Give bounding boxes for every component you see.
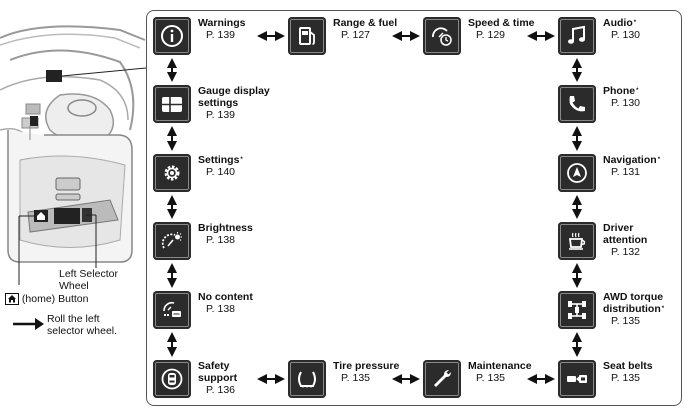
node-phone: Phone*P. 130: [558, 85, 640, 123]
gauge-menu-diagram: [146, 10, 682, 406]
node-navigation: Navigation*P. 131: [558, 154, 660, 192]
node-settings: Settings*P. 140: [153, 154, 243, 192]
gear-icon: [153, 154, 191, 192]
wrench-icon: [423, 360, 461, 398]
steering-wheel-illustration: Left Selector Wheel (home) Button Roll t…: [0, 0, 148, 414]
awd-drivetrain-icon: [558, 291, 596, 329]
brightness-gauge-icon: [153, 222, 191, 260]
phone-icon: [558, 85, 596, 123]
coffee-cup-icon: [558, 222, 596, 260]
steering-wheel-drawing: [0, 25, 147, 330]
seat-belt-icon: [558, 360, 596, 398]
gauge-display-marker: [46, 70, 62, 82]
roll-wheel-instruction: Roll the left selector wheel.: [47, 313, 118, 337]
compass-icon: [558, 154, 596, 192]
tire-pressure-icon: [288, 360, 326, 398]
speedometer-clock-icon: [423, 17, 461, 55]
safety-car-icon: [153, 360, 191, 398]
gauge-layout-icon: [153, 85, 191, 123]
no-content-icon: [153, 291, 191, 329]
info-icon: [153, 17, 191, 55]
home-icon: [5, 293, 19, 306]
home-button-legend: (home) Button: [5, 293, 88, 306]
left-selector-wheel-label: Left Selector Wheel: [59, 268, 118, 292]
node-audio: Audio*P. 130: [558, 17, 640, 55]
music-note-icon: [558, 17, 596, 55]
fuel-pump-icon: [288, 17, 326, 55]
